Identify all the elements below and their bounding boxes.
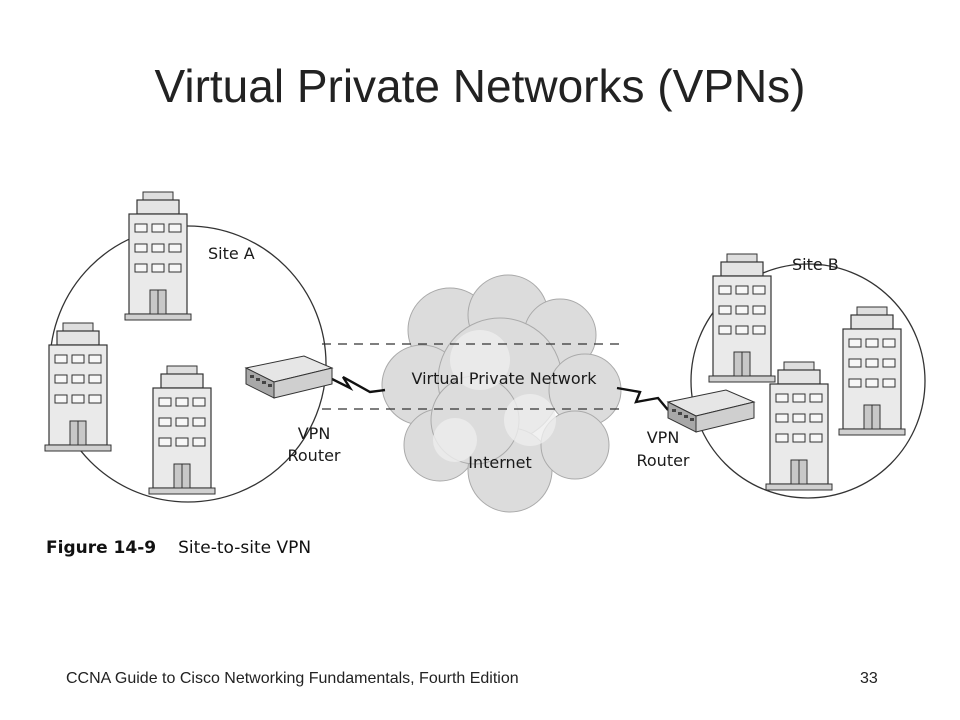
building-icon	[765, 361, 833, 491]
tunnel-label: Virtual Private Network	[411, 369, 597, 388]
site-b-boundary	[690, 263, 926, 499]
building-icon	[838, 306, 906, 436]
internet-label: Internet	[468, 453, 532, 472]
building-icon	[124, 191, 192, 321]
figure-number: Figure 14-9	[46, 538, 157, 558]
building-icon	[148, 365, 216, 495]
internet-cloud	[381, 274, 622, 513]
link-a-icon	[329, 375, 386, 394]
figure-caption-text: Site-to-site VPN	[178, 538, 312, 558]
figure-caption: Figure 14-9 Site-to-site VPN	[46, 538, 311, 558]
router-b-label-line2: Router	[636, 451, 689, 470]
site-a-label: Site A	[208, 244, 255, 263]
site-b-label: Site B	[792, 255, 839, 274]
router-b-icon	[667, 389, 755, 433]
router-b-label-line1: VPN	[647, 428, 680, 447]
slide-title: Virtual Private Networks (VPNs)	[154, 60, 806, 112]
link-b-icon	[616, 386, 669, 411]
router-a-label-line2: Router	[287, 446, 340, 465]
router-a-label-line1: VPN	[298, 424, 331, 443]
router-a-icon	[245, 355, 333, 399]
building-icon	[708, 253, 776, 383]
footer-book-title: CCNA Guide to Cisco Networking Fundament…	[66, 670, 519, 687]
page-number: 33	[860, 670, 878, 687]
building-icon	[44, 322, 112, 452]
